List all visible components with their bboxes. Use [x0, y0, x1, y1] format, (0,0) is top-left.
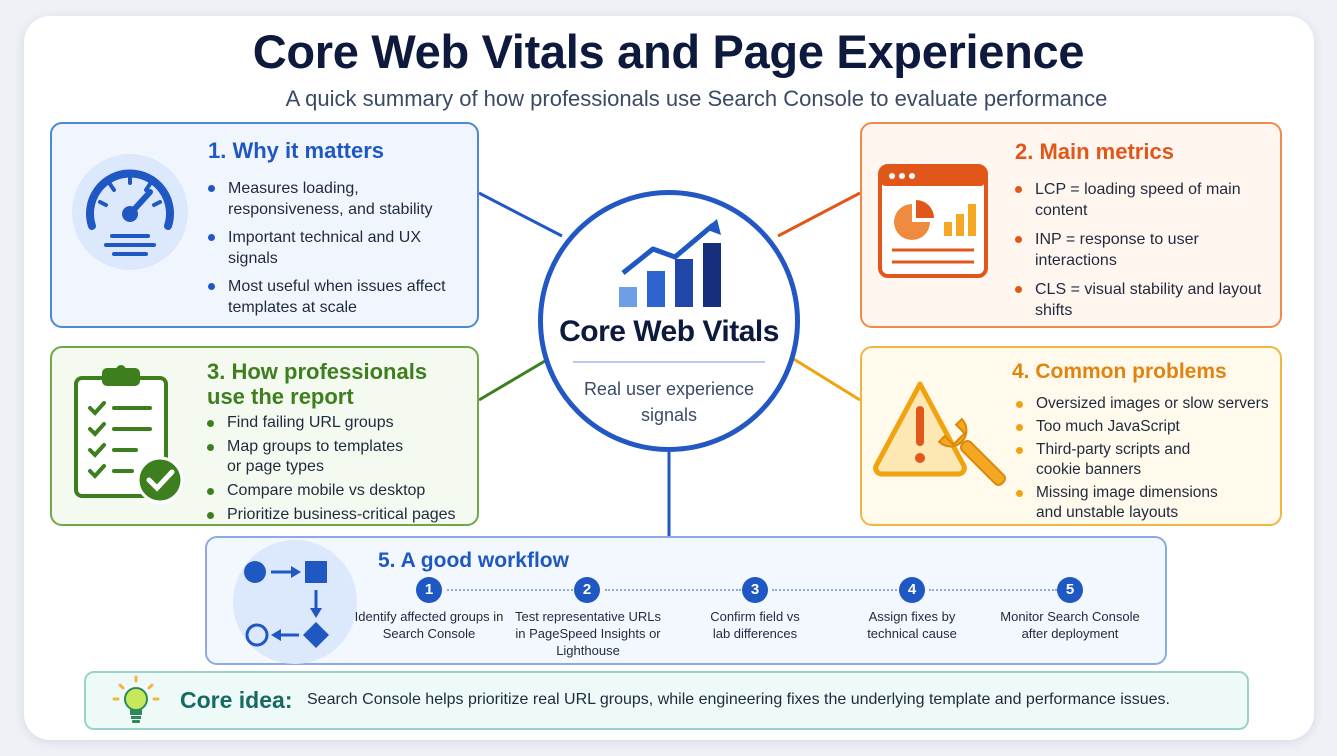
page-subtitle: A quick summary of how professionals use… [285, 86, 1108, 111]
step-5-text: Monitor Search Console after deployment [1000, 609, 1140, 641]
step-connector [772, 589, 897, 591]
step-3-text: Confirm field vs lab differences [710, 609, 800, 641]
speedometer-icon [72, 154, 188, 270]
hub-subtitle: Real user experience signals [583, 379, 755, 425]
checklist-icon [74, 365, 184, 504]
step-3-number: 3 [742, 577, 768, 603]
why-list: Measures loading, responsiveness, and st… [206, 178, 466, 325]
problems-list: Oversized images or slow servers Too muc… [1014, 394, 1279, 526]
core-idea-label: Core idea: [180, 687, 293, 713]
report-heading: 3. How professionals use the report [207, 359, 428, 409]
workflow-heading: 5. A good workflow [378, 549, 569, 572]
page-title: Core Web Vitals and Page Experience [252, 25, 1085, 78]
core-web-vitals-hub: Core Web Vitals Real user experience sig… [538, 190, 800, 452]
common-problems-panel: 4. Common problems Oversized images or s… [860, 346, 1282, 526]
step-5-number: 5 [1057, 577, 1083, 603]
growth-bar-chart-icon [619, 219, 721, 307]
step-4-text: Assign fixes by technical cause [867, 609, 957, 641]
lightbulb-icon [112, 675, 160, 723]
step-connector [929, 589, 1057, 591]
how-professionals-panel: 3. How professionals use the report Find… [50, 346, 479, 526]
step-connector [447, 589, 573, 591]
step-4-number: 4 [899, 577, 925, 603]
dashboard-chart-icon [878, 164, 988, 278]
why-it-matters-panel: 1. Why it matters Measures loading, resp… [50, 122, 479, 328]
list-item: Measures loading, responsiveness, and st… [206, 178, 466, 220]
list-item: Prioritize business-critical pages [205, 505, 475, 525]
core-idea-banner: Core idea: Search Console helps prioriti… [84, 671, 1249, 730]
metrics-heading: 2. Main metrics [1015, 139, 1174, 164]
list-item: Map groups to templates or page types [205, 437, 417, 477]
list-item: Missing image dimensions and unstable la… [1014, 483, 1236, 523]
list-item: Find failing URL groups [205, 413, 475, 433]
list-item: CLS = visual stability and layout shifts [1013, 279, 1273, 321]
core-idea-text: Search Console helps prioritize real URL… [307, 691, 1170, 708]
step-connector [605, 589, 741, 591]
workflow-flow-icon [233, 540, 357, 664]
list-item: Oversized images or slow servers [1014, 394, 1279, 414]
workflow-panel: 5. A good workflow 1 Identify affected g… [205, 536, 1167, 665]
warning-wrench-icon [873, 381, 1006, 486]
list-item: Compare mobile vs desktop [205, 481, 475, 501]
step-1-text: Identify affected groups in Search Conso… [354, 609, 504, 641]
hub-divider [573, 361, 765, 363]
list-item: INP = response to user interactions [1013, 229, 1273, 271]
step-2-number: 2 [574, 577, 600, 603]
list-item: Most useful when issues affect templates… [206, 276, 466, 318]
why-heading: 1. Why it matters [208, 138, 385, 163]
main-metrics-panel: 2. Main metrics LCP = loading speed of m… [860, 122, 1282, 328]
step-1-number: 1 [416, 577, 442, 603]
list-item: LCP = loading speed of main content [1013, 179, 1273, 221]
step-2-text: Test representative URLs in PageSpeed In… [515, 609, 661, 658]
metrics-list: LCP = loading speed of main content INP … [1013, 179, 1273, 329]
report-list: Find failing URL groups Map groups to te… [205, 413, 475, 529]
hub-title: Core Web Vitals [559, 315, 779, 348]
list-item: Too much JavaScript [1014, 417, 1279, 437]
list-item: Third-party scripts and cookie banners [1014, 440, 1216, 480]
problems-heading: 4. Common problems [1012, 360, 1227, 383]
list-item: Important technical and UX signals [206, 227, 466, 269]
